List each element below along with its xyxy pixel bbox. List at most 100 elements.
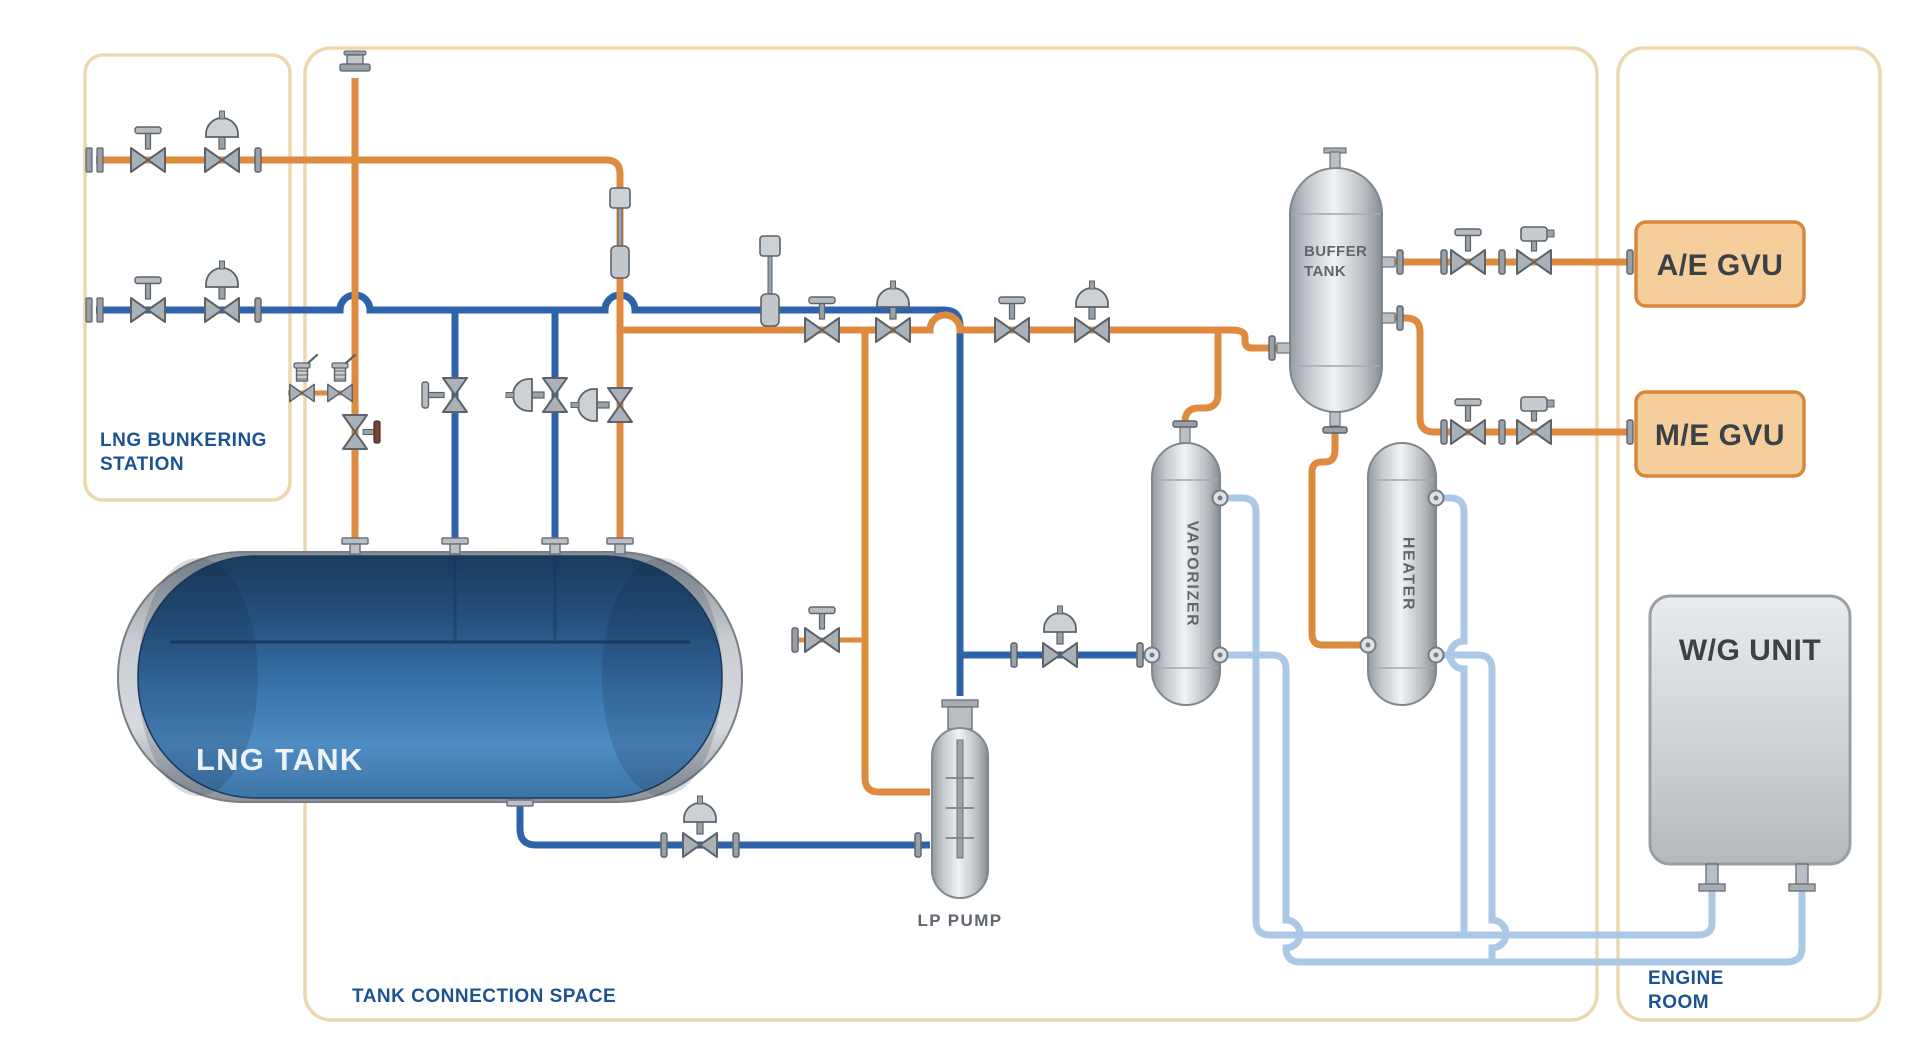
pipe-gas-heater-feed: [1308, 414, 1362, 649]
wg-stub-left-flange: [1698, 883, 1726, 892]
tank-bottom-nozzle-flange: [506, 799, 534, 807]
flange-icon: [254, 297, 262, 323]
ball-valve-icon: [1517, 227, 1554, 274]
tank-nozzle-neck: [449, 543, 461, 555]
tank-nozzle-neck: [549, 543, 561, 555]
manual-valve-icon: [422, 378, 467, 412]
tank-connection-space-label: TANK CONNECTION SPACE: [352, 986, 616, 1007]
bunkering-station-label-line2: STATION: [100, 454, 184, 475]
buffer-right-stub-lower: [1381, 312, 1396, 324]
flange-icon: [732, 832, 740, 858]
vaporizer-glycol-port-top: [1211, 489, 1229, 507]
vaporizer-top-stub: [1179, 425, 1191, 445]
flange-icon: [1136, 642, 1144, 668]
flange-icon: [1322, 426, 1348, 434]
zone-boxes: [83, 46, 1882, 1022]
buffer-tank-label-line1: BUFFER: [1304, 243, 1367, 260]
lng-tank-nozzles: [341, 537, 634, 807]
flow-instrument-icon: [759, 235, 781, 327]
manual-valve-icon: [805, 297, 839, 342]
heater-body: [1367, 442, 1437, 706]
heater-weld-seams: [1370, 479, 1434, 669]
engine-room-label-line1: ENGINE: [1648, 968, 1724, 989]
buffer-bottom-stub: [1329, 411, 1341, 427]
pipe-gas-vaporizer-outlet: [1181, 330, 1222, 432]
flow-meter-icon: [609, 187, 631, 279]
ae-gvu-box: [1634, 220, 1806, 308]
bunkering-station-label-line1: LNG BUNKERING: [100, 430, 267, 451]
flange-icon: [1268, 335, 1276, 361]
tank-nozzle-neck: [349, 543, 361, 555]
heater-vessel: [1359, 442, 1445, 706]
heater-label: HEATER: [1400, 537, 1417, 611]
manual-valve-icon: [131, 127, 165, 172]
manual-valve-icon: [131, 277, 165, 322]
vaporizer-weld-seams: [1154, 479, 1218, 669]
heater-glycol-port-top: [1427, 489, 1445, 507]
zone-lng-bunkering-station: [83, 53, 292, 502]
tank-nozzle-flange: [341, 537, 369, 545]
vent-mast-icon: [339, 50, 371, 72]
valves-and-instruments: [131, 50, 1554, 857]
flange-icon: [1396, 305, 1404, 331]
pump-top-flange: [941, 699, 979, 708]
tank-nozzle-flange: [606, 537, 634, 545]
flange-icon: [1626, 419, 1634, 445]
heater-gas-inlet-port: [1359, 636, 1377, 654]
ball-valve-icon: [1517, 397, 1554, 444]
buffer-tank-label-line2: TANK: [1304, 263, 1346, 280]
lng-tank-body: [137, 555, 723, 799]
me-gvu-box: [1634, 390, 1806, 478]
flange-icon: [1498, 249, 1506, 275]
flange-icon: [254, 147, 262, 173]
manual-valve-red-handle-icon: [342, 414, 381, 450]
bunkering-connection-icon: [85, 147, 104, 173]
manual-valve-icon: [805, 607, 839, 652]
pipe-gas-bunkering-line: [96, 156, 624, 546]
flange-icon: [1172, 420, 1198, 428]
vaporizer-body: [1151, 442, 1221, 706]
wg-stub-right: [1795, 863, 1809, 885]
buffer-left-stub: [1276, 342, 1291, 354]
wg-unit-body: [1648, 594, 1852, 866]
wg-unit-label: W/G UNIT: [1679, 634, 1821, 667]
pump-motor-housing: [947, 706, 973, 730]
relief-valve-icon: [328, 355, 355, 402]
buffer-tank-vessel: [1276, 147, 1396, 427]
pipe-glycol-supply: [1226, 494, 1716, 939]
buffer-tank-body: [1289, 167, 1383, 413]
buffer-right-stub-upper: [1381, 256, 1396, 268]
manual-valve-icon: [1451, 229, 1485, 274]
buffer-weld-seams: [1292, 213, 1380, 367]
tank-nozzle-neck: [614, 543, 626, 555]
pipe-glycol-return-heater: [1440, 651, 1510, 962]
zone-engine-room: [1616, 46, 1882, 1022]
flange-icon: [914, 832, 922, 858]
me-gvu-label: M/E GVU: [1655, 419, 1785, 452]
ae-gvu-label: A/E GVU: [1657, 249, 1784, 282]
vaporizer-glycol-port-bottom: [1211, 646, 1229, 664]
bunkering-connection-icon: [85, 297, 104, 323]
flange-icon: [1626, 249, 1634, 275]
wg-stub-right-flange: [1788, 883, 1816, 892]
flange-icon: [1440, 419, 1448, 445]
lng-tank-label: LNG TANK: [196, 742, 363, 777]
pipe-glycol-return-vaporizer: [1226, 651, 1806, 966]
lp-pump: [931, 699, 989, 899]
tank-nozzle-flange: [541, 537, 569, 545]
wg-stub-left: [1705, 863, 1719, 885]
drain-cap-icon: [791, 627, 799, 653]
tank-nozzle-flange: [441, 537, 469, 545]
pipe-lng-pump-suction: [516, 806, 930, 849]
pump-shaft: [956, 739, 964, 859]
vaporizer-label: VAPORIZER: [1184, 521, 1201, 628]
flange-icon: [1396, 249, 1404, 275]
pipe-glycol-supply-branch: [1440, 494, 1468, 935]
pipe-gas-pump-branch: [861, 330, 930, 796]
flange-icon: [1440, 249, 1448, 275]
lng-tank: [117, 537, 743, 807]
pipe-gas-header: [620, 311, 1278, 352]
lng-tank-end-shade-left: [138, 558, 258, 796]
flange-icon: [1010, 642, 1018, 668]
